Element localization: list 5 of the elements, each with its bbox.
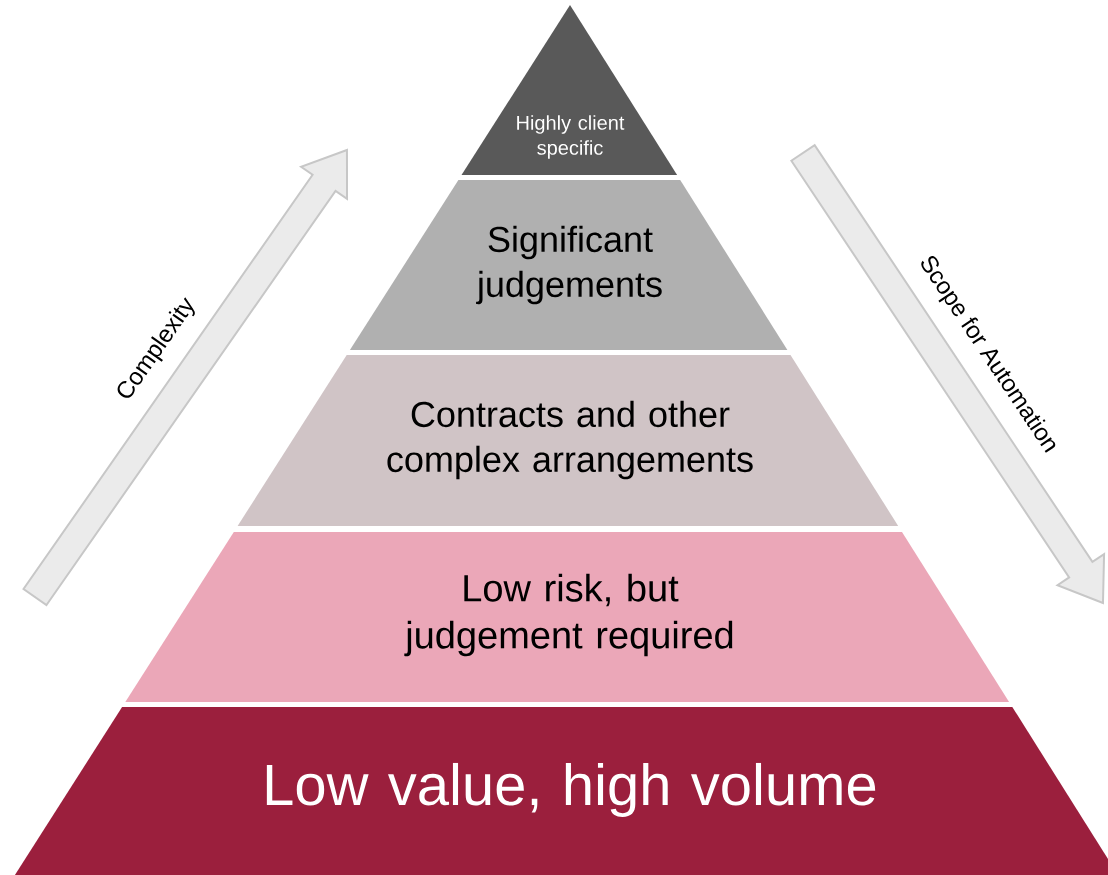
pyramid-tier: Contracts and other complex arrangements [237, 355, 899, 526]
pyramid-tier: Significant judgements [349, 180, 788, 350]
pyramid-tier: Low value, high volume [14, 707, 1108, 875]
pyramid-tier: Low risk, but judgement required [125, 532, 1010, 702]
pyramid-tier: Highly client specific [461, 5, 678, 175]
